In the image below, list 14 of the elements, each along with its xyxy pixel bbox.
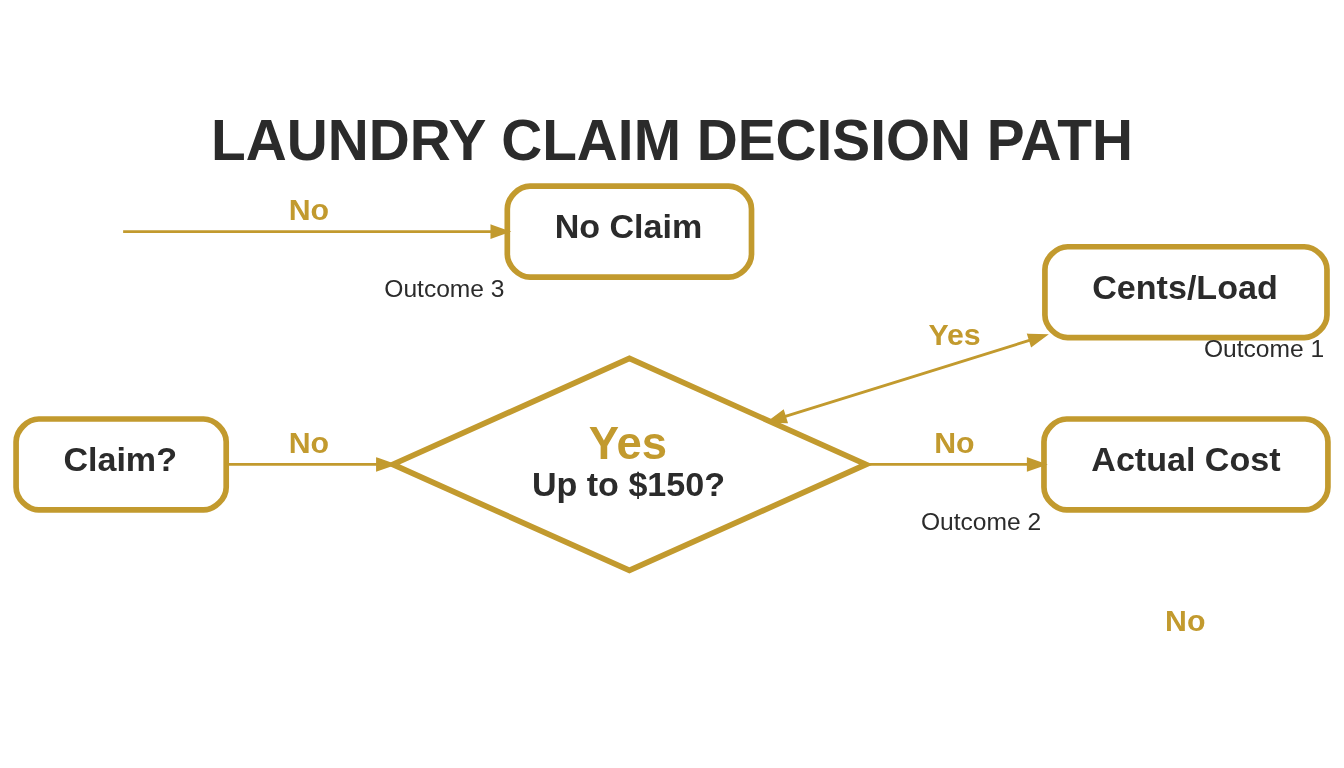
edge-label: No bbox=[934, 425, 975, 459]
node-label: Outcome 3 bbox=[384, 274, 505, 302]
edge-label: Yes bbox=[928, 317, 981, 351]
arrow bbox=[123, 224, 512, 239]
label: No bbox=[1165, 603, 1206, 637]
node-box: Actual Cost bbox=[1041, 416, 1331, 513]
diagram-title: LAUNDRY CLAIM DECISION PATH bbox=[211, 108, 1133, 172]
node-box: Claim? bbox=[13, 416, 230, 513]
node-box: No Claim bbox=[504, 183, 755, 280]
arrow bbox=[866, 457, 1048, 472]
edge-label: No bbox=[288, 425, 330, 459]
edge-label: No bbox=[288, 192, 330, 226]
node-box: Cents/Load bbox=[1042, 243, 1330, 341]
node-label: Outcome 2 bbox=[920, 507, 1042, 535]
